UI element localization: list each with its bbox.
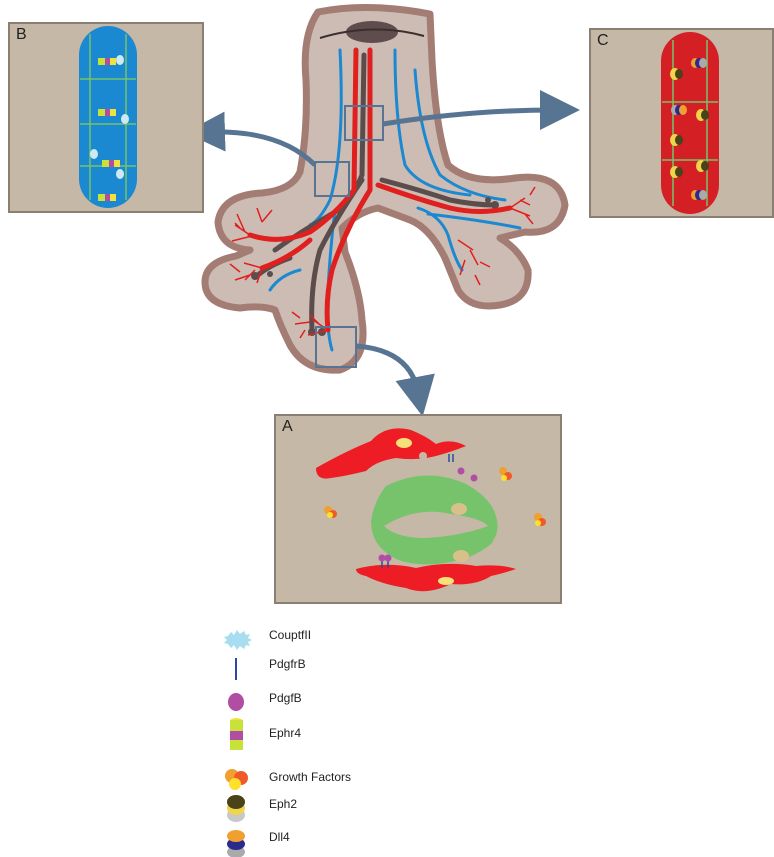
artery-section (591, 30, 772, 216)
legend-item-growth-factors: Growth Factors (222, 764, 422, 794)
legend-item-pdgfb: PdgfB (222, 687, 422, 717)
legend-item-ephr4: Ephr4 (222, 718, 422, 758)
legend-label: Eph2 (269, 797, 297, 811)
vessel-lumen (346, 21, 398, 43)
legend-label: Dll4 (269, 830, 290, 844)
endothelial-cell-top (316, 428, 466, 478)
legend-item-couptfii: CouptfII (222, 624, 422, 654)
panel-a: A (274, 414, 562, 604)
panel-c: C (589, 28, 774, 218)
pdgfrb-icon (222, 654, 262, 684)
legend-label: PdgfrB (269, 657, 306, 671)
panel-b: B (8, 22, 204, 213)
legend-item-pdgfrb: PdgfrB (222, 654, 422, 684)
legend-label: PdgfB (269, 691, 302, 705)
vein-section (10, 24, 202, 211)
couptfii-icon (222, 624, 262, 654)
eph2-icon (222, 793, 262, 823)
ephr4-icon (222, 718, 262, 758)
endothelial-cell-bottom (356, 564, 516, 591)
dll4-icon (222, 825, 262, 857)
legend-label: Ephr4 (269, 726, 301, 740)
legend-label: CouptfII (269, 628, 311, 642)
legend-item-eph2: Eph2 (222, 793, 422, 823)
growth-factors-icon (222, 764, 262, 794)
arrow-to-a (356, 346, 418, 392)
pdgfb-icon (222, 687, 262, 717)
legend-item-dll4: Dll4 (222, 825, 422, 855)
legend-label: Growth Factors (269, 770, 351, 784)
capillary-section (276, 416, 560, 602)
